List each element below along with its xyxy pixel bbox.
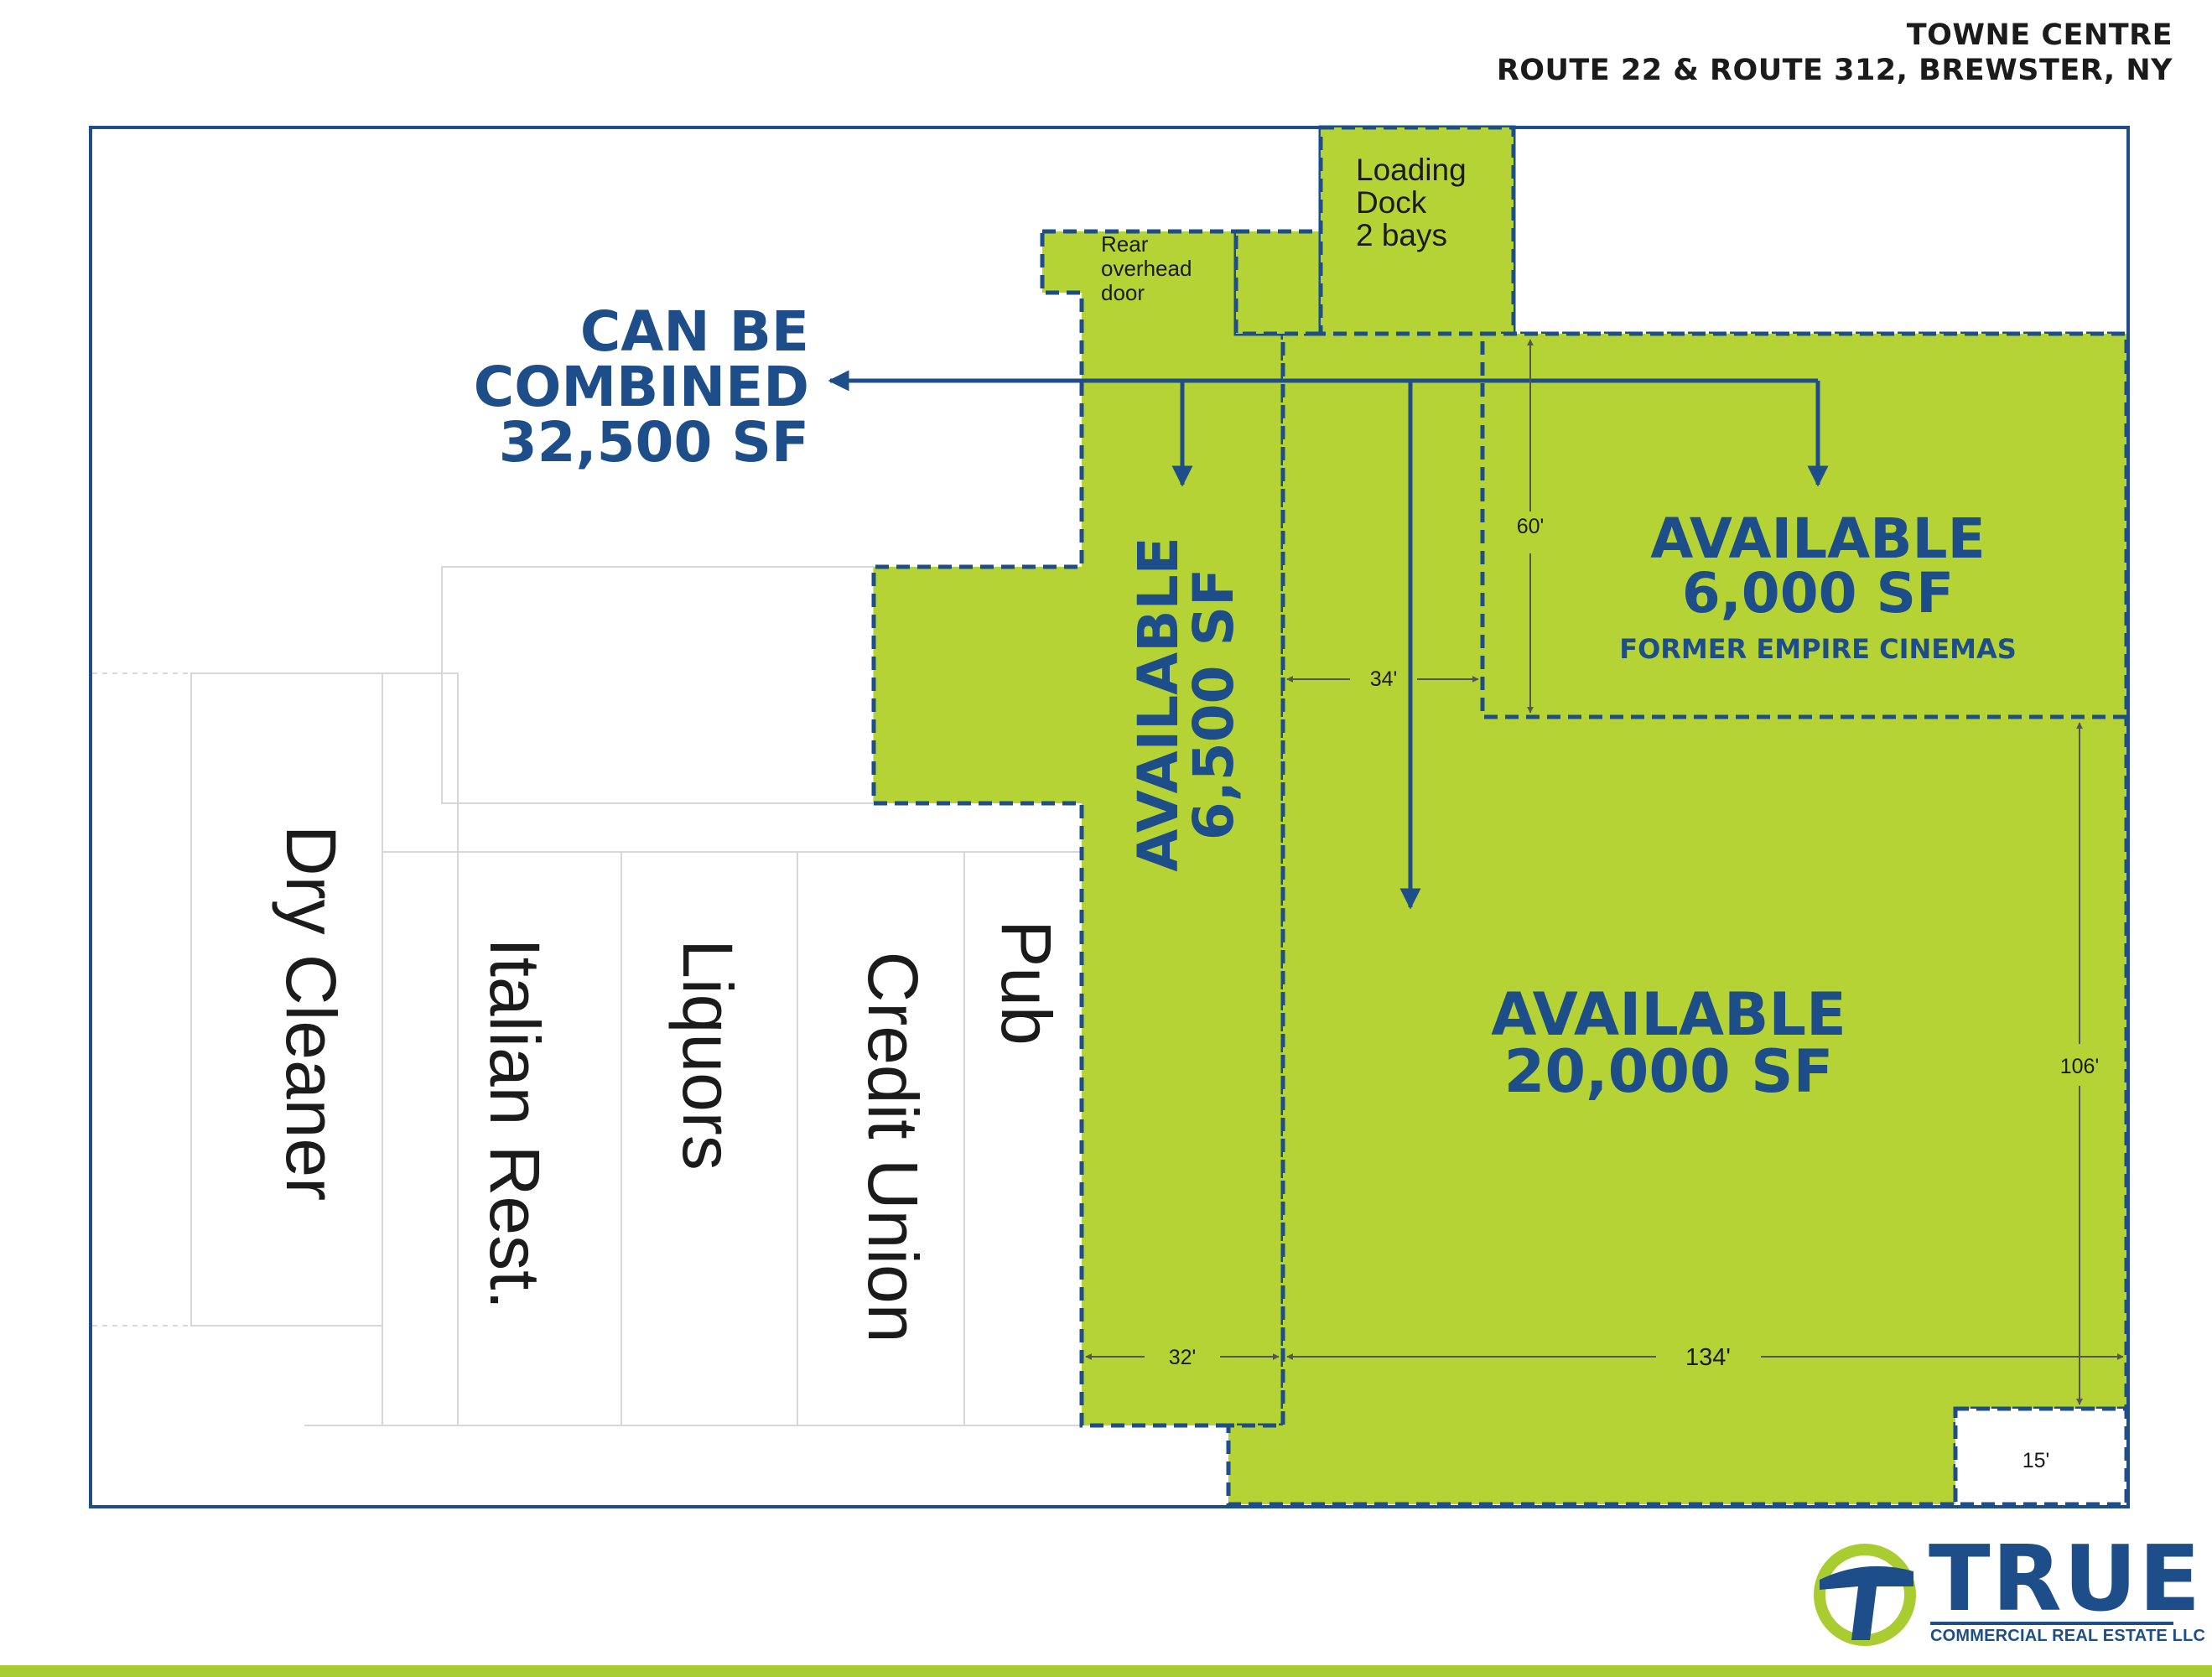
corner-notch xyxy=(1953,1406,2129,1507)
space-20000-label2: 20,000 SF xyxy=(1504,1037,1834,1106)
true-cre-logo: TRUE COMMERCIAL REAL ESTATE LLC xyxy=(1811,1534,2205,1648)
dimension-lines xyxy=(1085,339,2124,1405)
logo-mark-icon xyxy=(1814,1544,1916,1646)
rear-door-line1: Rear xyxy=(1101,231,1149,257)
space-6500-label1: AVAILABLE xyxy=(1126,537,1191,871)
dim-60: 60' xyxy=(1517,515,1545,538)
tenant-credit-union: Credit Union xyxy=(854,952,932,1343)
space-6000-label1: AVAILABLE xyxy=(1650,506,1985,571)
space-6000-label2: 6,000 SF xyxy=(1682,561,1954,626)
dim-15: 15' xyxy=(2022,1449,2050,1472)
tenant-pub: Pub xyxy=(987,920,1066,1045)
tenant-italian-rest: Italian Rest. xyxy=(475,937,554,1310)
space-6000-note: FORMER EMPIRE CINEMAS xyxy=(1619,633,2017,665)
header-address: ROUTE 22 & ROUTE 312, BREWSTER, NY xyxy=(1496,54,2173,87)
rear-door-line2: overhead xyxy=(1101,256,1192,281)
footer-accent-bar xyxy=(0,1665,2212,1677)
tenant-dry-cleaner: Dry Cleaner xyxy=(272,825,350,1201)
combined-arrows xyxy=(828,370,1829,910)
logo-subtitle: COMMERCIAL REAL ESTATE LLC xyxy=(1930,1622,2205,1646)
space-6000-sf[interactable] xyxy=(1480,331,2129,719)
site-boundary xyxy=(89,126,2130,1508)
tenant-labels: Dry Cleaner Italian Rest. Liquors Credit… xyxy=(272,825,1066,1343)
callout-line1: CAN BE xyxy=(580,299,809,364)
tenant-unit-outlines xyxy=(92,566,1082,1426)
space-20000-label1: AVAILABLE xyxy=(1491,980,1846,1049)
loading-dock-line1: Loading xyxy=(1356,153,1467,187)
tenant-liquors: Liquors xyxy=(668,939,747,1171)
loading-dock-line3: 2 bays xyxy=(1356,218,1447,252)
loading-dock-line2: Dock xyxy=(1356,185,1427,220)
callout-line3: 32,500 SF xyxy=(499,410,809,475)
loading-dock-area[interactable] xyxy=(1318,125,1516,336)
callout-line2: COMBINED xyxy=(474,355,809,419)
dim-34: 34' xyxy=(1370,667,1398,691)
header-title: TOWNE CENTRE xyxy=(1906,18,2173,52)
rear-overhead-bay[interactable] xyxy=(1233,229,1323,336)
dim-106: 106' xyxy=(2060,1055,2099,1078)
rear-door-line3: door xyxy=(1101,280,1145,305)
dimension-labels: 60' 34' 106' 32' 134' 15' xyxy=(1169,515,2100,1472)
logo-word: TRUE xyxy=(1929,1527,2203,1632)
space-6500-label2: 6,500 SF xyxy=(1181,569,1246,840)
dim-32: 32' xyxy=(1169,1346,1197,1369)
dim-134: 134' xyxy=(1685,1344,1731,1371)
combined-callout: CAN BE COMBINED 32,500 SF xyxy=(474,299,809,475)
